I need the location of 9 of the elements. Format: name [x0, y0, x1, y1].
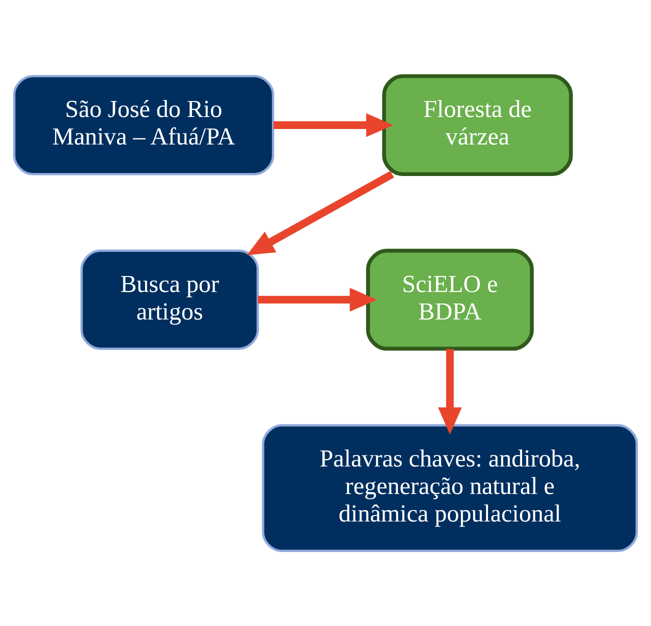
- arrow: [438, 348, 462, 434]
- node-box: Palavras chaves: andiroba, regeneração natural e dinâmica populacional: [262, 424, 638, 552]
- arrow: [258, 287, 377, 312]
- arrow: [246, 170, 394, 255]
- arrow: [273, 112, 394, 137]
- node-box: São José do Rio Maniva – Afuá/PA: [13, 74, 274, 175]
- node-box: Busca por artigos: [80, 249, 259, 350]
- node-box: SciELO e BDPA: [366, 248, 534, 350]
- node-box: Floresta de várzea: [382, 74, 573, 176]
